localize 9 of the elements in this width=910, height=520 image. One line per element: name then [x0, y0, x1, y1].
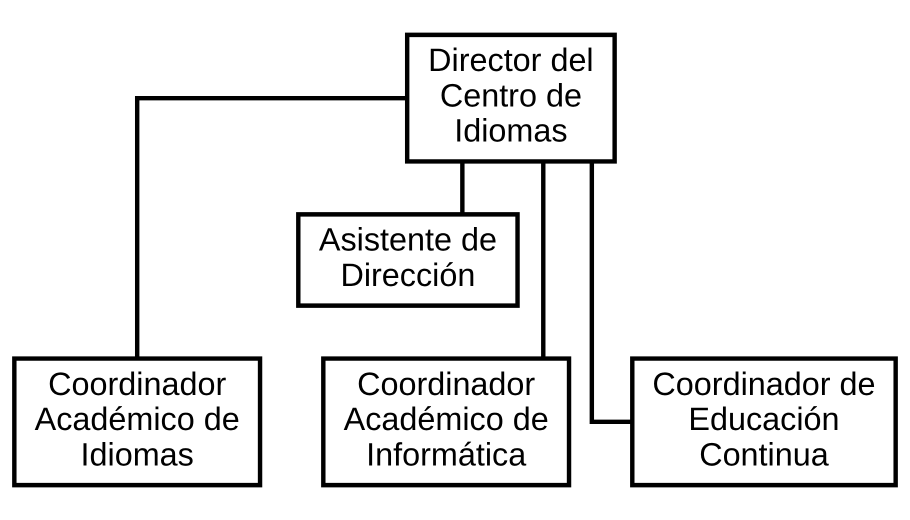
connector — [460, 162, 465, 214]
connector — [134, 96, 407, 358]
node-box: Coordinador Académico de Idiomas — [12, 356, 262, 488]
node-box: Coordinador de Educación Continua — [630, 356, 898, 488]
node-box: Director del Centro de Idiomas — [404, 32, 617, 164]
connector — [541, 162, 546, 358]
node-box: Coordinador Académico de Informática — [321, 356, 572, 488]
connector — [590, 162, 632, 424]
node-box: Asistente de Dirección — [296, 212, 520, 308]
